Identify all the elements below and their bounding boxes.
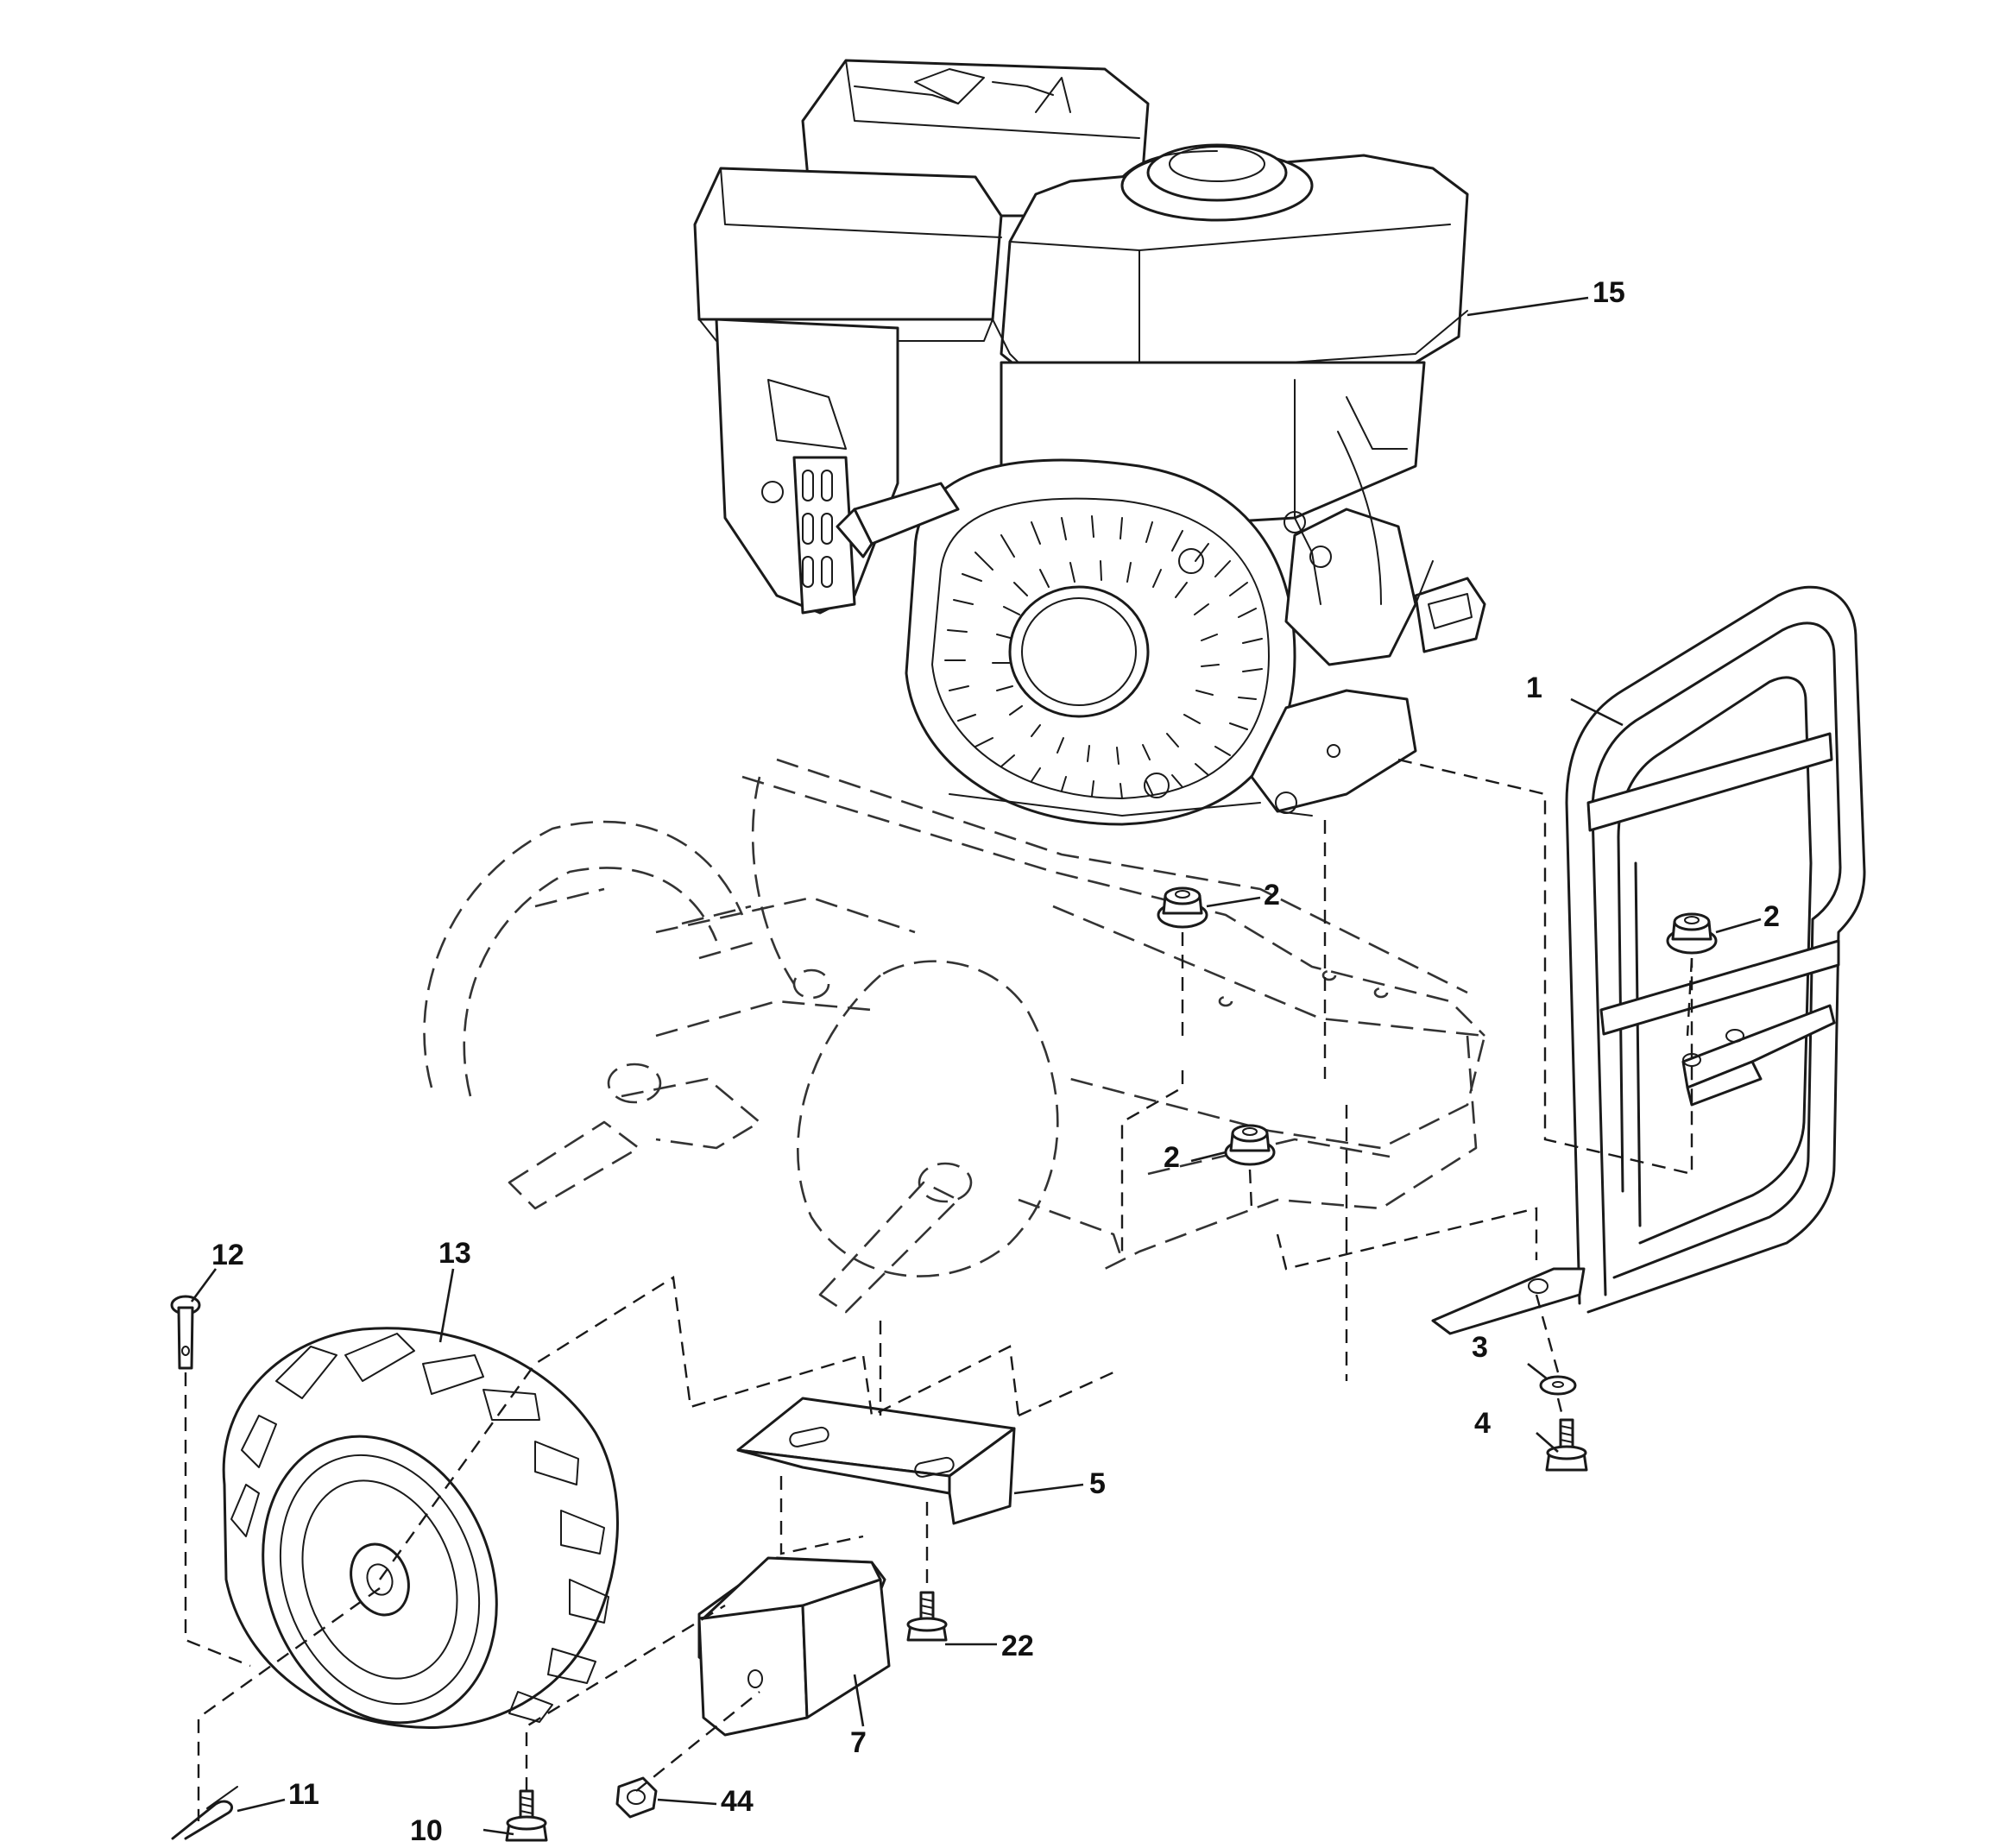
- callout-15: 15: [1593, 276, 1625, 309]
- callout-3: 3: [1472, 1331, 1488, 1364]
- nut-44: [615, 1776, 658, 1819]
- clevis-pin: [170, 1295, 201, 1370]
- bolt-22: [906, 1591, 948, 1642]
- flange-nut-2b: [1666, 912, 1718, 955]
- callout-12: 12: [211, 1239, 244, 1271]
- callout-44: 44: [721, 1785, 754, 1818]
- callout-4: 4: [1474, 1407, 1491, 1440]
- wheel-tire: [222, 1327, 619, 1729]
- assembly-lines: [184, 758, 1693, 1821]
- callout-2b: 2: [1763, 900, 1780, 933]
- callout-13: 13: [438, 1237, 471, 1270]
- bolt-10: [505, 1789, 548, 1842]
- callout-2a: 2: [1264, 879, 1280, 911]
- bolt-4: [1545, 1418, 1588, 1472]
- callout-1: 1: [1526, 672, 1542, 704]
- callout-2c: 2: [1164, 1141, 1180, 1174]
- leader-lines: [190, 296, 1762, 1836]
- callout-5: 5: [1089, 1467, 1106, 1500]
- callouts: 15 1 2 2 2 3 4 5 7 22 10 11 12 13 44: [211, 276, 1780, 1847]
- callout-22: 22: [1001, 1630, 1034, 1662]
- callout-10: 10: [410, 1814, 443, 1847]
- engine: [693, 59, 1486, 826]
- weight-block: [697, 1556, 891, 1737]
- flange-nut-2a: [1157, 886, 1208, 929]
- callout-7: 7: [850, 1726, 867, 1759]
- bumper-frame: [1431, 585, 1866, 1335]
- tiller-transmission-ghost: [423, 758, 1486, 1314]
- washer: [1539, 1375, 1577, 1396]
- hairpin-clip: [171, 1786, 238, 1840]
- callout-11: 11: [288, 1778, 319, 1811]
- bracket: [736, 1397, 1016, 1525]
- flange-nut-2c: [1224, 1124, 1276, 1166]
